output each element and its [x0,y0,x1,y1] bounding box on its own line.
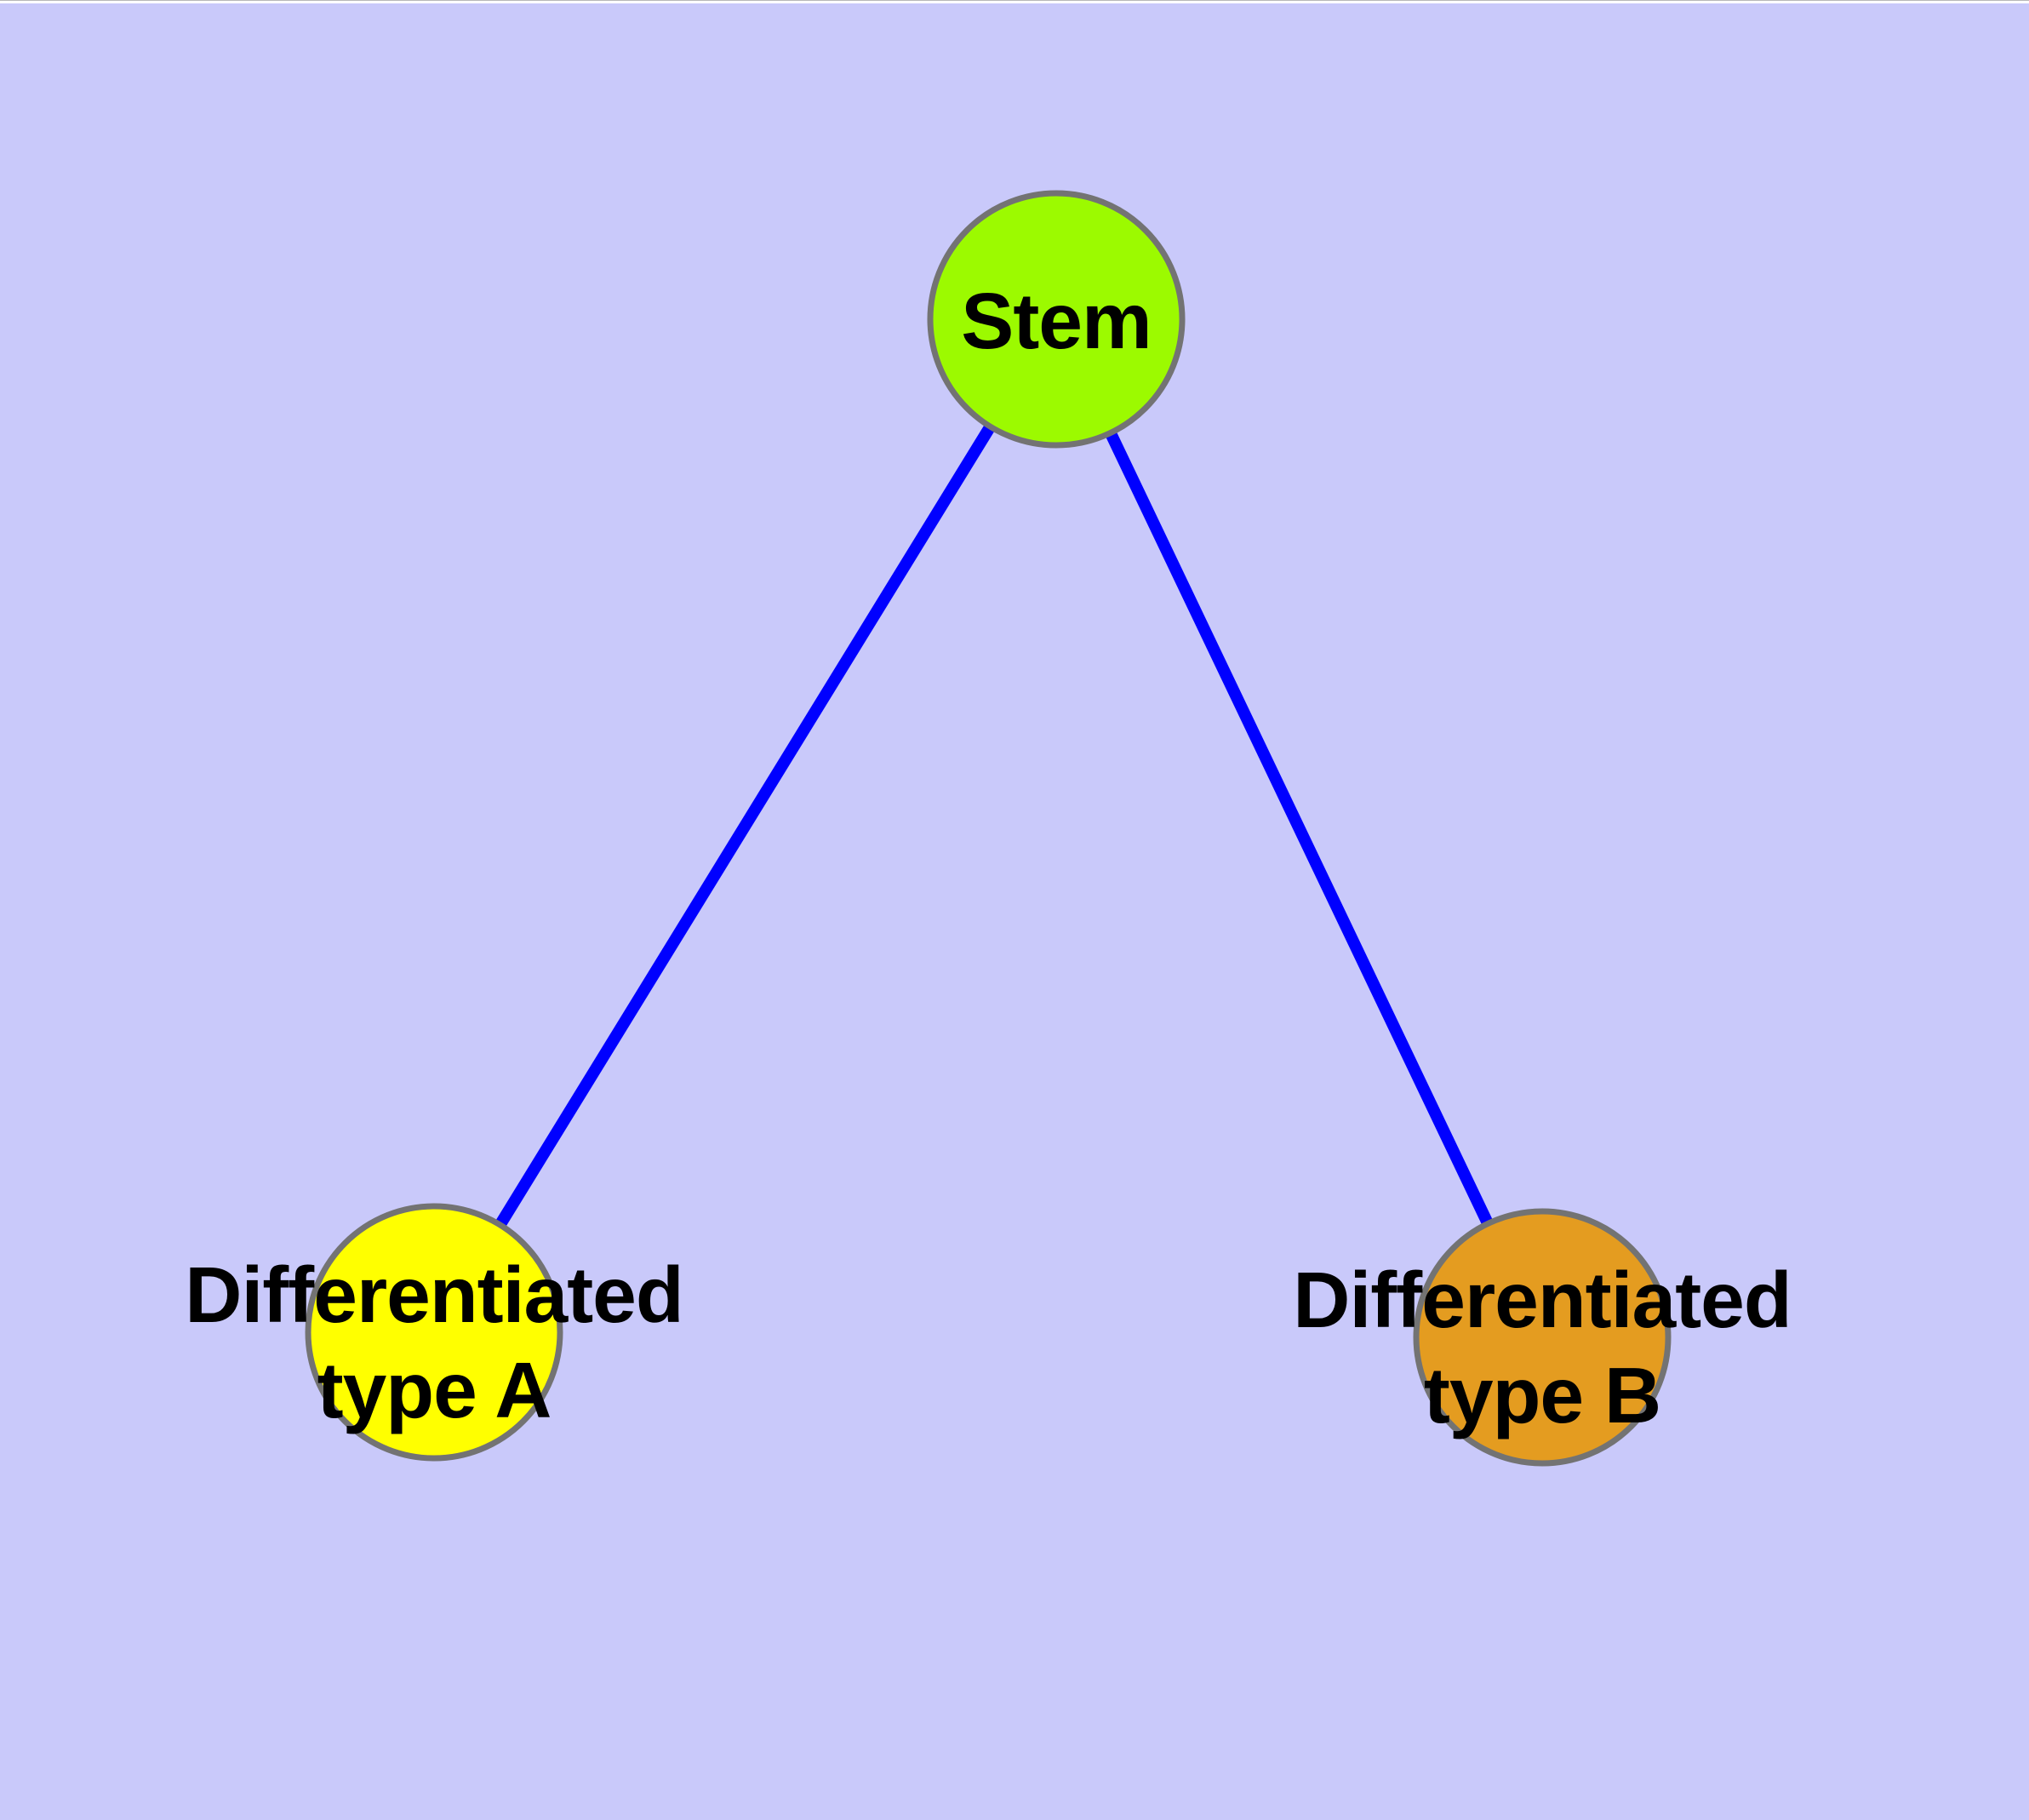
node-type-b-label: Differentiated type B [1293,1252,1792,1443]
edge-stem-to-type-b [1050,316,1548,1341]
node-stem-label-text: Stem [961,277,1152,365]
node-type-a-label-line1: Differentiated [185,1251,683,1339]
node-type-a-label-line2: type A [317,1346,552,1434]
node-type-b-circle [1413,1208,1672,1467]
node-type-b-label-line1: Differentiated [1293,1256,1792,1344]
node-type-a-label: Differentiated type A [185,1247,683,1438]
node-type-b-label-line2: type B [1423,1351,1661,1439]
node-stem-label: Stem [961,273,1152,369]
edge-stem-to-type-a [429,316,1061,1336]
node-stem-circle [927,190,1186,449]
node-type-a-circle [305,1203,563,1462]
top-margin-strip [0,0,2029,3]
